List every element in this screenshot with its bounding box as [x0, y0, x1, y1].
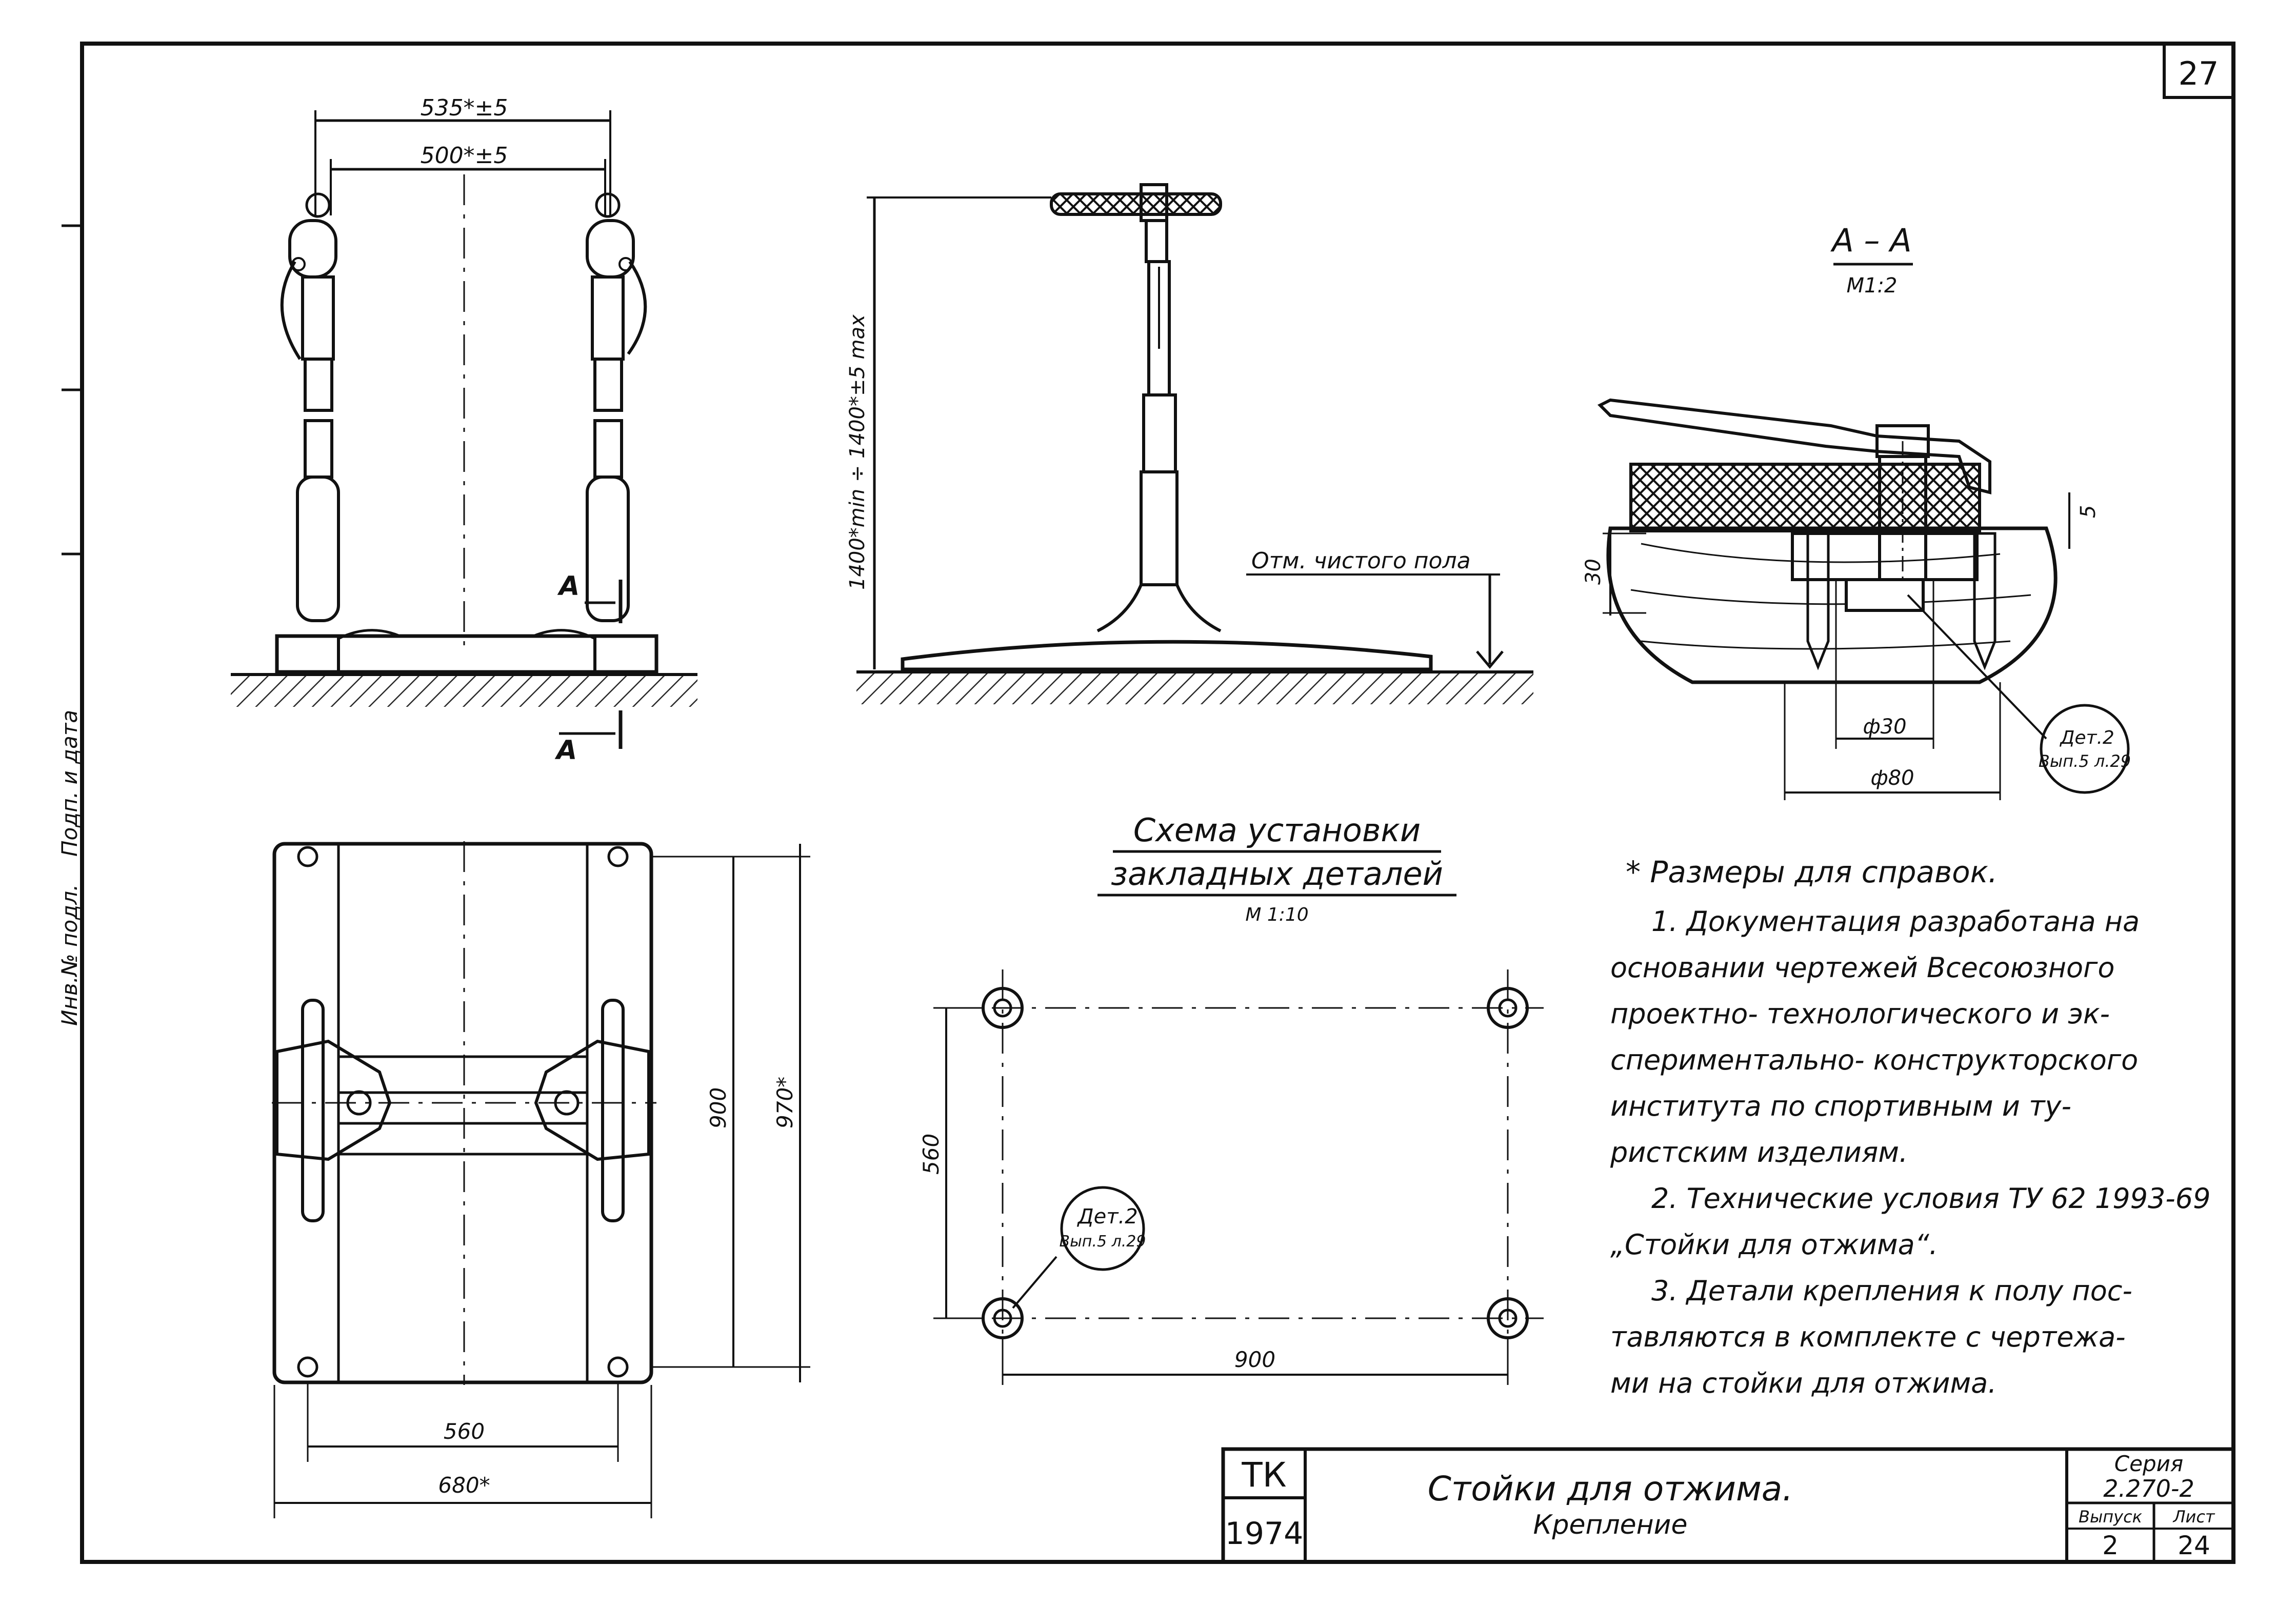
plan-dim-680: 680* — [438, 1473, 490, 1498]
section-aa-title: А – А — [1830, 222, 1911, 259]
front-dim-outer: 535*±5 — [421, 95, 508, 121]
page-number: 27 — [2179, 55, 2219, 92]
title-sub: Крепление — [1533, 1510, 1688, 1540]
plan-corner-bolts — [297, 846, 629, 1378]
section-aa-scale: М1:2 — [1847, 274, 1898, 298]
plan-dim-900: 900 — [706, 1087, 731, 1128]
scheme-dim-560: 560 — [919, 1134, 944, 1175]
note-line-2: основании чертежей Всесоюзного — [1610, 952, 2114, 984]
note-line-3: проектно- технологического и эк- — [1610, 998, 2110, 1030]
section-dim-5: 5 — [2077, 505, 2100, 518]
series-label: Серия — [2114, 1451, 2183, 1476]
note-line-6: ристским изделиям. — [1610, 1136, 1908, 1168]
sheet-label: Лист — [2172, 1507, 2215, 1527]
section-mark-bottom: А — [554, 735, 577, 766]
plan-dim-560: 560 — [444, 1419, 485, 1444]
note-line-10: тавляются в комплекте с чертежа- — [1610, 1321, 2126, 1353]
note-line-9: 3. Детали крепления к полу пос- — [1651, 1275, 2132, 1307]
title-org: ТК — [1241, 1455, 1286, 1495]
page-number-box — [2163, 42, 2235, 99]
sheet-frame — [80, 42, 2235, 1564]
front-dim-inner: 500*±5 — [421, 143, 508, 169]
note-line-7: 2. Технические условия ТУ 62 1993-69 — [1651, 1182, 2211, 1215]
section-dim-30: 30 — [1582, 559, 1605, 585]
note-line-5: института по спортивным и ту- — [1610, 1090, 2071, 1122]
sheet-value: 24 — [2178, 1531, 2210, 1560]
side-stamp: Инв.№ подл. Подп. и дата — [57, 710, 82, 1026]
side-view: 1400*min ÷ 1400*±5 max Отм. чистого пола — [846, 183, 1533, 704]
section-mark-top: А — [557, 571, 580, 602]
note-reference: * Размеры для справок. — [1626, 855, 1998, 889]
installation-scheme: Схема установки закладных деталей М 1:10… — [919, 811, 1544, 1385]
side-height-dim: 1400*min ÷ 1400*±5 max — [846, 314, 869, 590]
note-line-1: 1. Документация разработана на — [1651, 905, 2140, 938]
note-line-8: „Стойки для отжима“. — [1610, 1228, 1938, 1261]
issue-label: Выпуск — [2079, 1507, 2143, 1527]
issue-value: 2 — [2102, 1531, 2119, 1560]
side-stamp-line2: Подп. и дата — [57, 710, 82, 857]
scheme-scale: М 1:10 — [1245, 904, 1308, 925]
section-callout-line1: Дет.2 — [2059, 727, 2114, 748]
note-line-11: ми на стойки для отжима. — [1610, 1367, 1996, 1399]
plan-dim-970: 970* — [772, 1077, 797, 1128]
scheme-callout-line1: Дет.2 — [1076, 1205, 1137, 1228]
notes: * Размеры для справок. 1. Документация р… — [1610, 855, 2211, 1399]
scheme-anchor-points — [982, 987, 1529, 1339]
side-stamp-line1: Инв.№ подл. — [57, 884, 82, 1026]
section-callout-line2: Вып.5 л.29 — [2039, 751, 2131, 771]
series-value: 2.270-2 — [2103, 1475, 2194, 1502]
note-line-4: спериментально- конструкторского — [1610, 1044, 2138, 1076]
floor-level-label: Отм. чистого пола — [1251, 548, 1471, 574]
scheme-title-line2: закладных деталей — [1111, 855, 1443, 893]
section-dim-phi30: ф30 — [1863, 715, 1906, 739]
title-block: ТК 1974 Стойки для отжима. Крепление Сер… — [1221, 1447, 2235, 1564]
scheme-title-line1: Схема установки — [1133, 811, 1421, 849]
title-main: Стойки для отжима. — [1428, 1469, 1793, 1509]
section-dim-phi80: ф80 — [1870, 766, 1914, 790]
plan-view: 900 970* 560 680* — [272, 841, 810, 1518]
section-aa: А – А М1:2 30 5 ф30 ф80 — [1582, 222, 2131, 800]
front-view: 535*±5 500*±5 А А — [231, 95, 697, 766]
scheme-callout-line2: Вып.5 л.29 — [1060, 1233, 1146, 1251]
scheme-dim-900: 900 — [1234, 1347, 1275, 1372]
title-year: 1974 — [1225, 1516, 1304, 1552]
